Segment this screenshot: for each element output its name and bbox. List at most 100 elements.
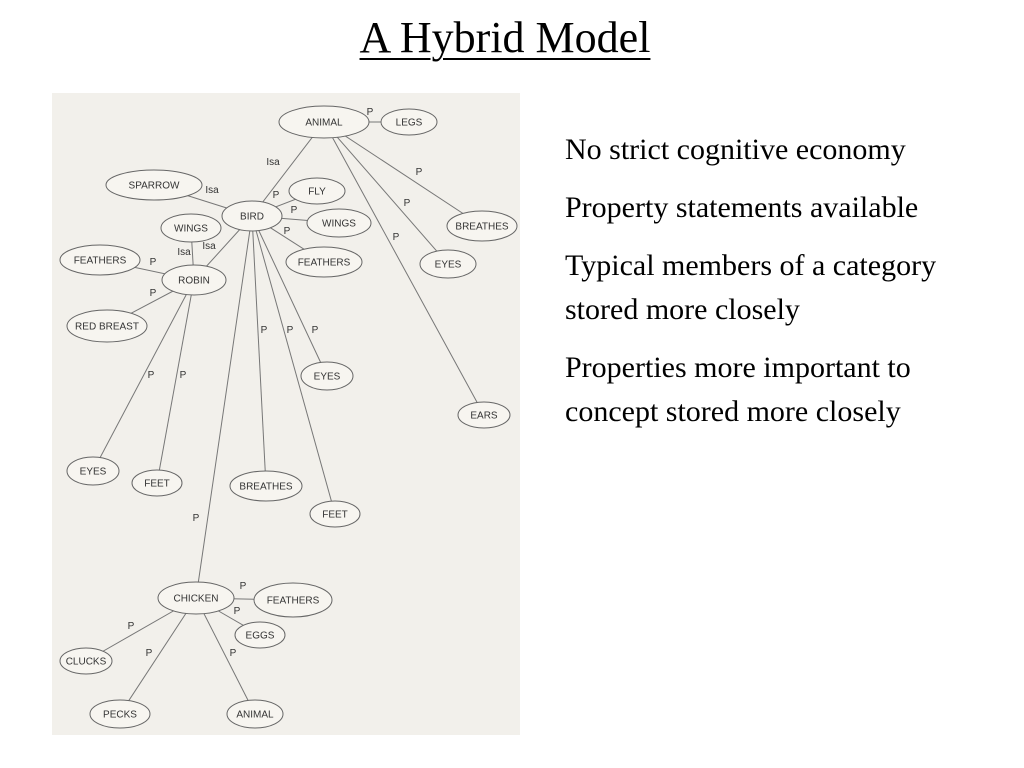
node-eyes-robin: EYES [66,456,120,486]
node-robin: ROBIN [161,264,227,296]
node-label: WINGS [174,224,208,235]
node-ellipse [278,105,370,139]
bullet-list: No strict cognitive economy Property sta… [565,128,1005,448]
node-ellipse [380,108,438,136]
node-label: ANIMAL [305,118,343,129]
node-ellipse [66,456,120,486]
node-eyes-bird: EYES [300,361,354,391]
node-ellipse [89,699,151,729]
node-label: EYES [80,467,107,478]
node-label: BREATHES [239,482,292,493]
edge-bird-breathes-bird [251,215,267,487]
node-label: BREATHES [455,222,508,233]
node-ellipse [59,244,141,276]
node-ellipse [288,177,346,205]
node-red-breast: RED BREAST [66,309,148,343]
node-legs: LEGS [380,108,438,136]
node-animal-chicken: ANIMAL [226,699,284,729]
node-sparrow: SPARROW [105,169,203,201]
node-label: ROBIN [178,276,210,287]
node-label: ANIMAL [236,710,274,721]
node-wings-bird: WINGS [306,208,372,238]
edge-label: P [287,325,294,336]
edge-label: Isa [266,157,280,168]
edge-label: P [291,205,298,216]
node-chicken: CHICKEN [157,581,235,615]
edge-label: Isa [205,185,219,196]
node-ellipse [221,200,283,232]
node-label: EYES [435,260,462,271]
node-feathers-robin: FEATHERS [59,244,141,276]
edge-robin-eyes-robin [92,279,195,472]
node-ellipse [253,582,333,618]
node-ellipse [234,621,286,649]
node-ellipse [229,470,303,502]
node-label: WINGS [322,219,356,230]
node-ellipse [131,469,183,497]
node-pecks: PECKS [89,699,151,729]
edge-label: P [393,232,400,243]
node-label: FLY [308,187,326,198]
edge-bird-chicken [195,215,253,599]
bullet-item: Property statements available [565,191,919,224]
node-label: EARS [470,411,498,422]
node-eyes-animal: EYES [419,249,477,279]
node-label: FEET [322,510,348,521]
node-label: FEATHERS [74,256,127,267]
edge-label: P [128,621,135,632]
node-ellipse [306,208,372,238]
node-wings-robin: WINGS [160,213,222,243]
node-ellipse [457,401,511,429]
node-ellipse [157,581,235,615]
edge-label: P [180,370,187,381]
node-label: EYES [314,372,341,383]
edge-label: P [240,581,247,592]
node-label: FEATHERS [298,258,351,269]
bullet-item: Typical members of a category stored mor… [565,249,937,326]
edge-bird-feet-bird [251,215,336,515]
node-label: PECKS [103,710,137,721]
node-ellipse [160,213,222,243]
edge-chicken-animal-chicken [195,597,256,715]
edge-label: P [234,606,241,617]
node-ellipse [446,210,518,242]
edge-label: P [367,107,374,118]
edge-label: Isa [177,247,191,258]
node-ellipse [59,647,113,675]
node-breathes-bird: BREATHES [229,470,303,502]
node-label: BIRD [240,212,264,223]
edge-animal-eyes-animal [323,121,449,265]
node-clucks: CLUCKS [59,647,113,675]
edge-label: P [312,325,319,336]
node-breathes-animal: BREATHES [446,210,518,242]
node-bird: BIRD [221,200,283,232]
node-label: EGGS [246,631,275,642]
node-eggs: EGGS [234,621,286,649]
node-label: FEATHERS [267,596,320,607]
slide-title: A Hybrid Model [359,13,651,62]
edge-label: P [404,198,411,209]
edge-label: P [230,648,237,659]
edge-animal-breathes-animal [323,121,483,227]
node-feathers-bird: FEATHERS [285,246,363,278]
edge-chicken-pecks [119,597,197,715]
edge-animal-ears [323,121,485,416]
node-label: CLUCKS [66,657,107,668]
node-feathers-chicken: FEATHERS [253,582,333,618]
node-feet-robin: FEET [131,469,183,497]
node-ears: EARS [457,401,511,429]
edge-bird-eyes-bird [251,215,328,377]
node-ellipse [66,309,148,343]
bullet-item: Properties more important to concept sto… [565,351,911,428]
edge-label: P [261,325,268,336]
edge-label: Isa [202,241,216,252]
edge-label: P [150,288,157,299]
edge-robin-feet-robin [156,279,195,484]
node-ellipse [309,500,361,528]
edge-label: P [416,167,423,178]
node-ellipse [300,361,354,391]
node-feet-bird: FEET [309,500,361,528]
node-ellipse [419,249,477,279]
